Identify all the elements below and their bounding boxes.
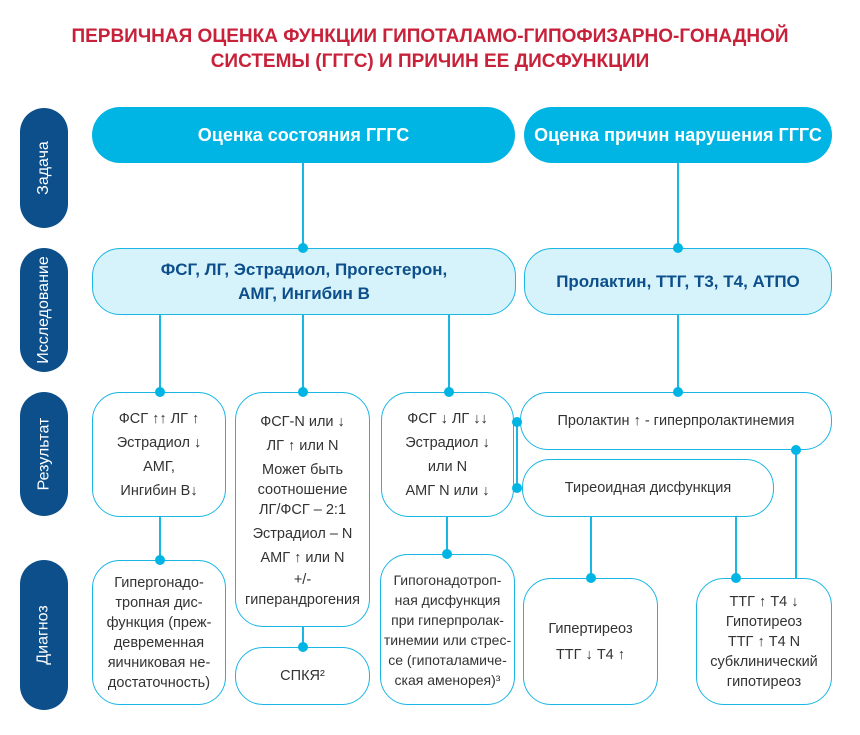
- connector-dot: [586, 573, 596, 583]
- connector: [677, 163, 679, 248]
- connector-dot: [155, 387, 165, 397]
- row-label-task: Задача: [20, 108, 68, 228]
- connector: [446, 517, 448, 554]
- connector: [735, 517, 737, 578]
- connector-dot: [442, 549, 452, 559]
- connector-dot: [731, 573, 741, 583]
- connector-dot: [298, 642, 308, 652]
- connector-dot: [298, 243, 308, 253]
- connector: [302, 315, 304, 392]
- study-prolactin-thyroid: Пролактин, ТТГ, Т3, Т4, АТПО: [524, 248, 832, 315]
- result-prolactin: Пролактин ↑ - гиперпролактинемия: [520, 392, 832, 450]
- diagram-title: ПЕРВИЧНАЯ ОЦЕНКА ФУНКЦИИ ГИПОТАЛАМО-ГИПО…: [0, 24, 860, 74]
- connector-dot: [298, 387, 308, 397]
- connector: [795, 450, 797, 578]
- connector: [677, 315, 679, 392]
- connector-dot: [673, 387, 683, 397]
- diagnosis-pcos: СПКЯ²: [235, 647, 370, 705]
- connector-dot: [512, 417, 522, 427]
- title-line: ПЕРВИЧНАЯ ОЦЕНКА ФУНКЦИИ ГИПОТАЛАМО-ГИПО…: [71, 26, 789, 47]
- connector-dot: [673, 243, 683, 253]
- connector-dot: [444, 387, 454, 397]
- row-label-study: Исследование: [20, 248, 68, 372]
- connector: [302, 163, 304, 248]
- connector: [302, 627, 304, 647]
- row-label-diagnosis: Диагноз: [20, 560, 68, 710]
- connector-dot: [791, 445, 801, 455]
- row-label-result: Результат: [20, 392, 68, 516]
- task-assess-ggs: Оценка состояния ГГГС: [92, 107, 515, 163]
- connector-dot: [155, 555, 165, 565]
- study-hormones: ФСГ, ЛГ, Эстрадиол, Прогестерон,АМГ, Инг…: [92, 248, 516, 315]
- result-hypergonadotropic: ФСГ ↑↑ ЛГ ↑Эстрадиол ↓АМГ,Ингибин В↓: [92, 392, 226, 517]
- connector: [159, 315, 161, 392]
- connector: [590, 517, 592, 578]
- result-thyroid: Тиреоидная дисфункция: [522, 459, 774, 517]
- connector-dot: [512, 483, 522, 493]
- connector: [159, 517, 161, 560]
- connector: [516, 422, 518, 488]
- title-line: СИСТЕМЫ (ГГГС) И ПРИЧИН ЕЕ ДИСФУНКЦИИ: [210, 51, 650, 72]
- diagnosis-hypergonadotropic: Гипергонадо-тропная дис-функция (преж-де…: [92, 560, 226, 705]
- connector: [448, 315, 450, 392]
- task-assess-causes: Оценка причин нарушения ГГГС: [524, 107, 832, 163]
